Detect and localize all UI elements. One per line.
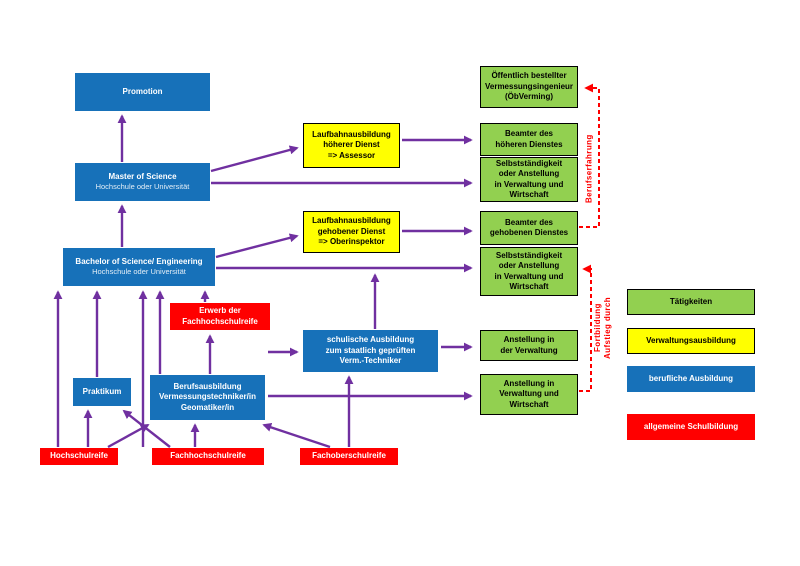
legend-label: Verwaltungsausbildung	[646, 335, 736, 345]
arrow-master-to-laufbahn-hoeherer	[210, 145, 299, 173]
node-beamter-gehobener-dienst: Beamter des gehobenen Dienstes	[480, 211, 578, 245]
node-label: Vermessungstechniker/in	[159, 392, 256, 402]
node-label: Geomatiker/in	[180, 402, 235, 412]
node-schulische-ausbildung: schulische Ausbildung zum staatlich gepr…	[303, 330, 438, 372]
node-label: Bachelor of Science/ Engineering	[75, 256, 203, 266]
node-label: in Verwaltung und	[494, 179, 564, 189]
node-label: Anstellung in	[503, 378, 555, 388]
node-label: Hochschulreife	[50, 451, 108, 461]
node-label: Laufbahnausbildung	[312, 129, 391, 139]
annotation-aufstieg-line1: Aufstieg durch	[603, 296, 612, 360]
node-oebverming: Öffentlich bestellter Vermessungsingenie…	[480, 66, 578, 108]
node-selbststaendigkeit-2: Selbstständigkeit oder Anstellung in Ver…	[480, 247, 578, 296]
node-label: Beamter des	[504, 129, 554, 139]
node-label: Öffentlich bestellter	[491, 71, 567, 81]
node-label: Promotion	[122, 86, 163, 96]
node-anstellung-verwaltung-wirtschaft: Anstellung in Verwaltung und Wirtschaft	[480, 374, 578, 415]
node-anstellung-verwaltung: Anstellung in der Verwaltung	[480, 330, 578, 361]
node-label: Beamter des	[504, 217, 554, 227]
node-label: Vermessungsingenieur	[484, 81, 574, 91]
node-label: Berufsausbildung	[173, 381, 242, 391]
node-fachhochschulreife: Fachhochschulreife	[152, 448, 264, 465]
node-label: der Verwaltung	[500, 345, 558, 355]
node-label: Selbstständigkeit	[495, 250, 563, 260]
legend-verwaltungsausbildung: Verwaltungsausbildung	[627, 328, 755, 354]
node-label: Fachoberschulreife	[312, 451, 386, 461]
node-erwerb-fachhochschulreife: Erwerb der Fachhochschulreife	[170, 303, 270, 330]
node-praktikum: Praktikum	[73, 378, 131, 406]
node-label: gehobener Dienst	[317, 226, 386, 236]
node-label: zum staatlich geprüften	[325, 345, 416, 355]
node-laufbahn-gehobener-dienst: Laufbahnausbildung gehobener Dienst => O…	[303, 211, 400, 253]
legend-label: berufliche Ausbildung	[648, 373, 734, 383]
node-label: in Verwaltung und	[494, 271, 564, 281]
dashed-arrow-aufstieg	[579, 264, 592, 392]
node-label: (ÖbVerming)	[504, 92, 553, 102]
node-label: => Oberinspektor	[318, 237, 385, 247]
node-label: => Assessor	[327, 150, 376, 160]
arrow-bachelor-to-laufbahn-gehobener	[215, 233, 299, 259]
node-bachelor: Bachelor of Science/ Engineering Hochsch…	[63, 248, 215, 286]
node-hochschulreife: Hochschulreife	[40, 448, 118, 465]
arrow-fachoberschulreife-to-berufsausbildung	[262, 423, 331, 449]
node-label: schulische Ausbildung	[326, 335, 415, 345]
arrow-hochschulreife-to-berufsausbildung	[107, 423, 150, 449]
node-label: Selbstständigkeit	[495, 158, 563, 168]
node-label: Erwerb der	[199, 306, 241, 316]
node-beamter-hoeherer-dienst: Beamter des höheren Dienstes	[480, 123, 578, 156]
node-label: Verwaltung und	[499, 389, 559, 399]
legend-label: allgemeine Schulbildung	[643, 421, 739, 431]
node-label: höheren Dienstes	[495, 139, 563, 149]
annotation-berufserfahrung: Berufserfahrung	[584, 134, 594, 204]
node-label: Wirtschaft	[509, 281, 549, 291]
node-label: Praktikum	[82, 386, 122, 396]
node-label: gehobenen Dienstes	[489, 228, 569, 237]
node-label: oder Anstellung	[498, 169, 560, 179]
node-label: Master of Science	[108, 171, 177, 181]
legend-taetigkeiten: Tätigkeiten	[627, 289, 755, 315]
node-laufbahn-hoeherer-dienst: Laufbahnausbildung höherer Dienst => Ass…	[303, 123, 400, 168]
node-sublabel: Hochschule oder Universität	[92, 267, 186, 277]
node-label: oder Anstellung	[498, 261, 560, 271]
node-label: Anstellung in	[503, 335, 555, 345]
node-label: Fachhochschulreife	[182, 316, 258, 326]
node-label: Verm.-Techniker	[339, 356, 402, 366]
node-selbststaendigkeit-1: Selbstständigkeit oder Anstellung in Ver…	[480, 157, 578, 202]
legend-berufliche-ausbildung: berufliche Ausbildung	[627, 366, 755, 392]
node-fachoberschulreife: Fachoberschulreife	[300, 448, 398, 465]
annotation-aufstieg-line2: Fortbildung	[593, 303, 602, 353]
node-label: Laufbahnausbildung	[312, 216, 391, 226]
node-master: Master of Science Hochschule oder Univer…	[75, 163, 210, 201]
node-label: Wirtschaft	[509, 399, 549, 409]
node-promotion: Promotion	[75, 73, 210, 111]
node-label: Wirtschaft	[509, 189, 549, 199]
node-label: Fachhochschulreife	[170, 451, 246, 461]
node-berufsausbildung: Berufsausbildung Vermessungstechniker/in…	[150, 375, 265, 420]
legend-allgemeine-schulbildung: allgemeine Schulbildung	[627, 414, 755, 440]
node-sublabel: Hochschule oder Universität	[95, 182, 190, 192]
node-label: höherer Dienst	[323, 140, 380, 150]
legend-label: Tätigkeiten	[669, 296, 713, 306]
